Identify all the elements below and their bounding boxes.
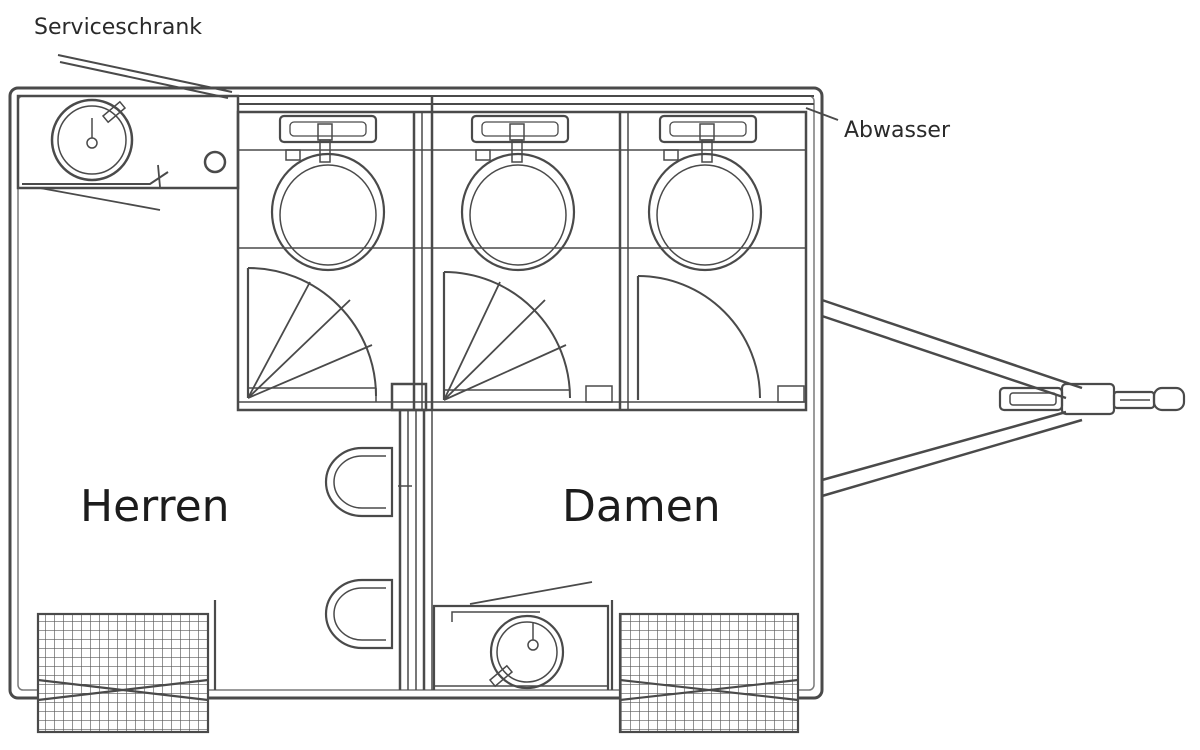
washbasin-1 <box>278 114 378 144</box>
label-waste-water: Abwasser <box>844 118 951 143</box>
urinal-1 <box>324 446 394 518</box>
door-swing-3 <box>637 275 761 399</box>
washbasin-2 <box>470 114 570 144</box>
cabin-3 <box>636 114 805 403</box>
drawbar <box>821 298 1083 498</box>
service-cabinet <box>16 94 240 211</box>
entrance-step-right <box>610 600 800 734</box>
label-service-cabinet: Serviceschrank <box>34 15 202 40</box>
cabin-1 <box>246 114 386 402</box>
label-women: Damen <box>562 481 721 532</box>
toilet-bowl-1 <box>270 152 386 272</box>
tow-hitch <box>998 382 1186 416</box>
urinal-2 <box>324 578 394 650</box>
women-washbasin <box>432 581 610 690</box>
door-swing-1 <box>247 267 377 397</box>
waste-water-pointer <box>805 107 839 121</box>
entrance-step-left <box>36 600 217 734</box>
washbasin-3 <box>658 114 758 144</box>
toilet-bowl-3 <box>647 152 763 272</box>
service-cabinet-pointer <box>57 54 233 99</box>
toilet-cabins <box>236 96 808 412</box>
door-swing-2 <box>443 271 571 399</box>
central-partition <box>390 382 433 690</box>
toilet-bowl-2 <box>460 152 576 272</box>
drain-pipe <box>230 95 814 113</box>
cabin-2 <box>442 114 613 403</box>
label-men: Herren <box>80 481 230 532</box>
